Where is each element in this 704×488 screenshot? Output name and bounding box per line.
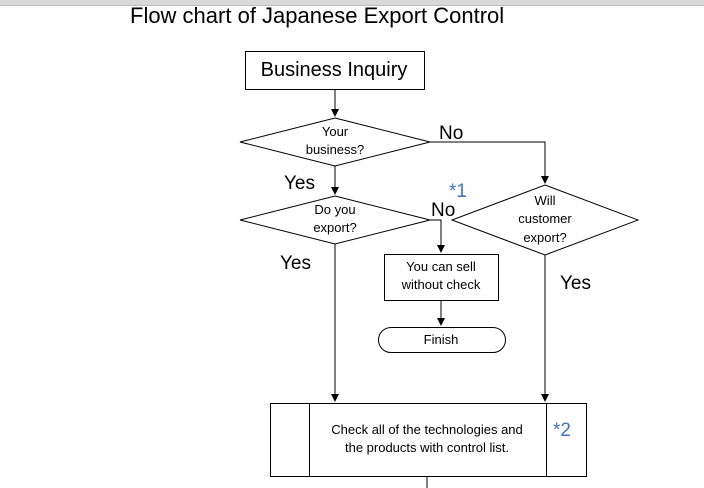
finish-label: Finish xyxy=(423,332,459,347)
sell-without-check-line2: without check xyxy=(401,277,481,292)
do-you-export-line1: Do you xyxy=(314,202,356,217)
label-no-business: No xyxy=(439,123,464,144)
note-star-1: *1 xyxy=(449,181,467,202)
check-line2: the products with control list. xyxy=(344,440,510,455)
will-customer-line3: export? xyxy=(523,230,567,245)
will-customer-line1: Will xyxy=(534,193,556,208)
sell-without-check-line1: You can sell xyxy=(406,259,476,274)
arrow-export-no xyxy=(430,219,445,253)
check-control-list-box xyxy=(270,403,587,477)
business-inquiry-label: Business Inquiry xyxy=(260,59,408,81)
do-you-export-line2: export? xyxy=(313,220,357,235)
label-no-export: No xyxy=(431,200,456,221)
label-yes-export: Yes xyxy=(280,253,311,274)
your-business-line1: Your xyxy=(321,124,349,139)
arrow-business-no xyxy=(430,141,549,184)
will-customer-line2: customer xyxy=(518,211,572,226)
note-star-2: *2 xyxy=(553,420,571,441)
check-line1: Check all of the technologies and xyxy=(331,422,523,437)
your-business-line2: business? xyxy=(305,142,365,157)
label-yes-customer: Yes xyxy=(560,273,591,294)
sell-without-check-box xyxy=(384,254,499,301)
finish-terminator xyxy=(378,327,506,353)
window-top-edge xyxy=(0,0,704,6)
business-inquiry-box xyxy=(245,51,425,90)
process-bar-right xyxy=(546,403,547,477)
chart-title: Flow chart of Japanese Export Control xyxy=(130,3,505,28)
label-yes-business: Yes xyxy=(284,173,315,194)
process-bar-left xyxy=(309,403,310,477)
